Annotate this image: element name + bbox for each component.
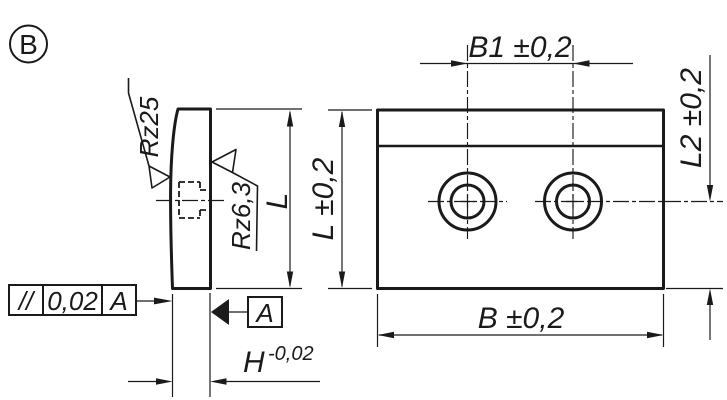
parallelism-symbol: // <box>17 286 36 316</box>
side-view-outline <box>169 107 212 290</box>
arrow-up-icon <box>338 110 346 127</box>
hole-left <box>437 171 498 232</box>
parallelism-datum: A <box>108 286 127 316</box>
arrow-left-icon <box>210 378 227 385</box>
hole-right <box>543 171 603 232</box>
parallelism-tolerance: 0,02 <box>47 286 98 316</box>
arrow-down-icon <box>286 271 294 288</box>
dim-b1-label: B1 ±0,2 <box>468 31 572 64</box>
view-label: B <box>19 29 38 60</box>
front-view <box>376 45 723 290</box>
dim-l2: L2 ±0,2 <box>666 55 723 340</box>
arrow-up-icon <box>706 288 714 305</box>
dim-h: H -0,02 <box>128 293 320 397</box>
roughness-symbol-rz25: Rz25 <box>127 78 171 189</box>
arrow-down-icon <box>706 185 714 202</box>
parallelism-frame: // 0,02 A <box>8 284 173 316</box>
datum-label: A <box>254 298 273 328</box>
arrow-down-icon <box>338 271 346 288</box>
front-view-outline <box>376 108 665 290</box>
dim-b-label: B ±0,2 <box>478 302 565 335</box>
leader-arrow-icon <box>154 297 173 305</box>
dim-h-label: H <box>243 346 265 379</box>
arrow-left-icon <box>377 331 394 339</box>
side-view <box>156 107 224 290</box>
roughness-symbol-rz63: Rz6,3 <box>211 148 259 252</box>
arrow-left-icon <box>573 60 590 67</box>
dim-b: B ±0,2 <box>376 294 665 347</box>
arrow-right-icon <box>156 378 173 385</box>
roughness-label-rz25: Rz25 <box>134 96 164 157</box>
dim-l-front: L ±0,2 <box>307 109 372 290</box>
dim-l-front-label: L ±0,2 <box>307 157 340 240</box>
arrow-right-icon <box>647 331 664 339</box>
arrow-up-icon <box>286 110 294 127</box>
view-label-circle <box>9 24 48 64</box>
datum-frame <box>247 296 283 328</box>
datum-flag-group: A <box>211 296 283 328</box>
view-label-group: B <box>9 24 48 64</box>
dim-l2-label: L2 ±0,2 <box>675 68 708 168</box>
datum-triangle-icon <box>211 299 229 325</box>
roughness-label-rz63: Rz6,3 <box>226 182 256 250</box>
dim-b1: B1 ±0,2 <box>420 31 633 67</box>
dim-h-tolerance: -0,02 <box>268 343 314 365</box>
dim-l-label: L <box>261 193 294 210</box>
dim-l-side: L <box>216 108 302 290</box>
arrow-right-icon <box>451 60 468 67</box>
